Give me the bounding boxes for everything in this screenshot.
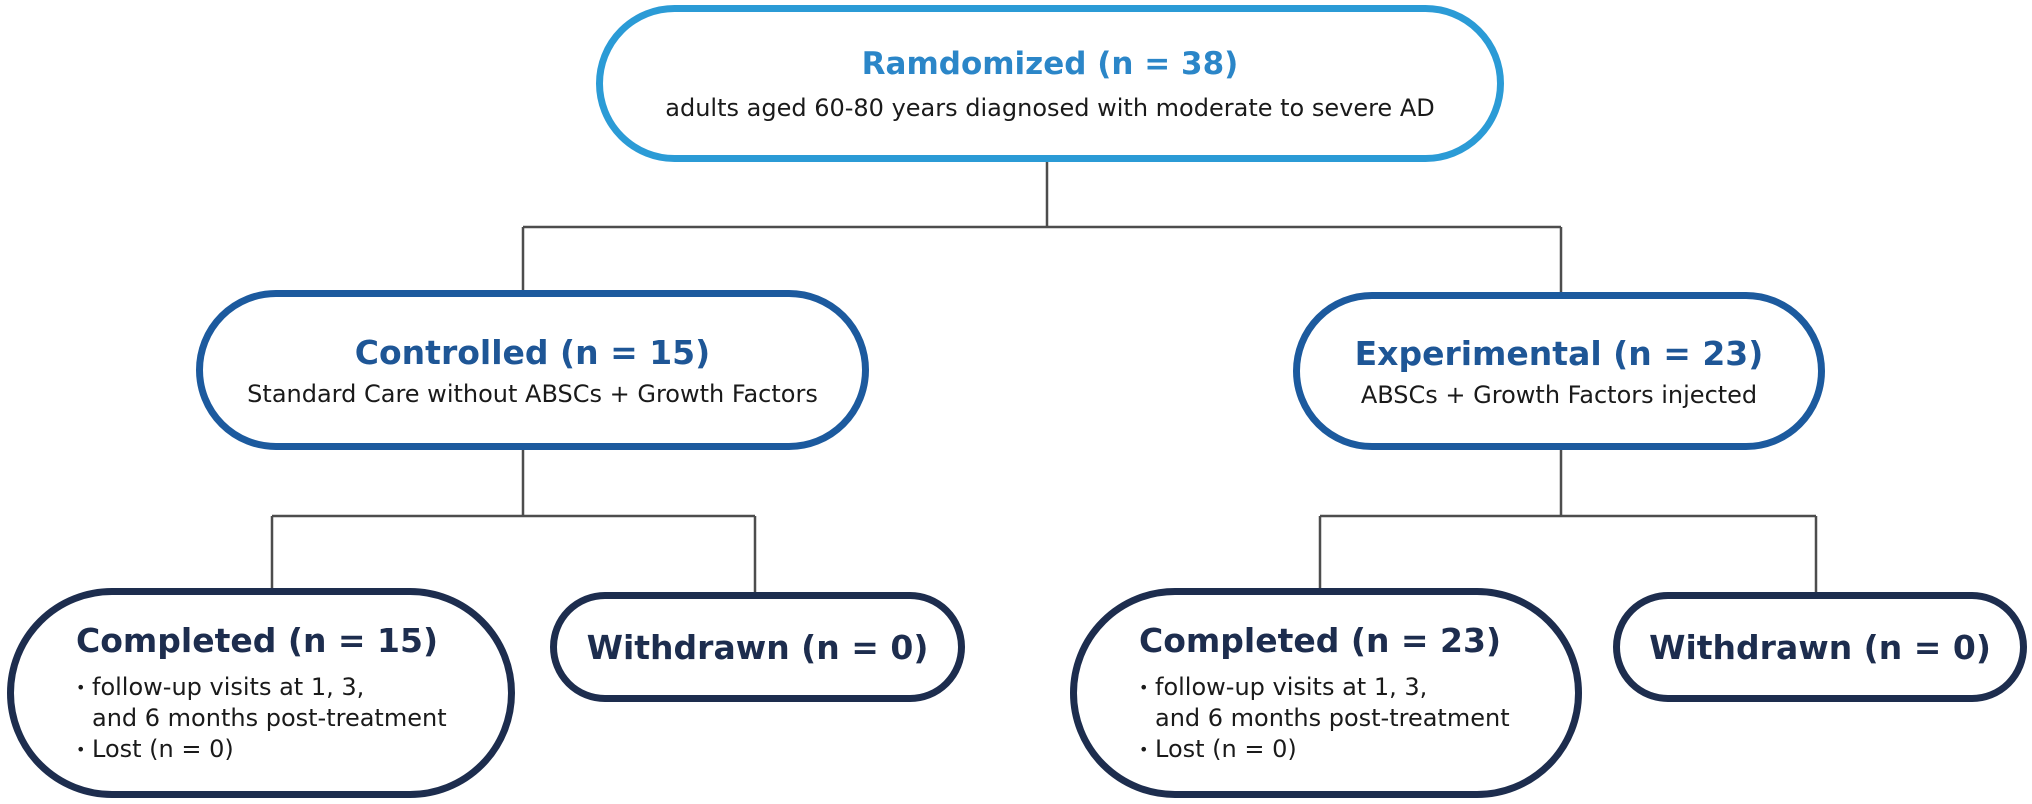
experimental-subtitle: ABSCs + Growth Factors injected [1360,380,1758,409]
connector-control-to-outcomes [270,450,757,592]
controlled-completed-list: •follow-up visits at 1, 3, and 6 months … [76,672,447,765]
controlled-completed-node: Completed (n = 15) •follow-up visits at … [7,588,515,798]
controlled-withdrawn-title: Withdrawn (n = 0) [586,627,929,667]
randomized-subtitle: adults aged 60-80 years diagnosed with m… [665,93,1435,122]
experimental-completed-node: Completed (n = 23) •follow-up visits at … [1070,588,1582,798]
list-item: •follow-up visits at 1, 3, and 6 months … [1139,673,1510,732]
controlled-subtitle: Standard Care without ABSCs + Growth Fac… [247,379,818,408]
experimental-withdrawn-node: Withdrawn (n = 0) [1613,592,2027,702]
randomized-title: Ramdomized (n = 38) [861,45,1239,82]
controlled-withdrawn-node: Withdrawn (n = 0) [550,592,965,702]
randomized-node: Ramdomized (n = 38) adults aged 60-80 ye… [596,5,1504,162]
experimental-title: Experimental (n = 23) [1354,333,1764,373]
experimental-completed-list: •follow-up visits at 1, 3, and 6 months … [1139,672,1510,765]
list-item: •Lost (n = 0) [1139,735,1297,763]
list-item: •follow-up visits at 1, 3, and 6 months … [76,673,447,732]
experimental-node: Experimental (n = 23) ABSCs + Growth Fac… [1293,292,1825,450]
connector-root-to-groups [521,162,1563,292]
experimental-completed-title: Completed (n = 23) [1139,621,1502,660]
experimental-withdrawn-title: Withdrawn (n = 0) [1649,627,1991,667]
controlled-completed-title: Completed (n = 15) [76,621,439,660]
list-item: •Lost (n = 0) [76,735,234,763]
controlled-node: Controlled (n = 15) Standard Care withou… [196,290,869,450]
connector-experimental-to-outcomes [1318,450,1818,592]
controlled-title: Controlled (n = 15) [354,332,711,372]
